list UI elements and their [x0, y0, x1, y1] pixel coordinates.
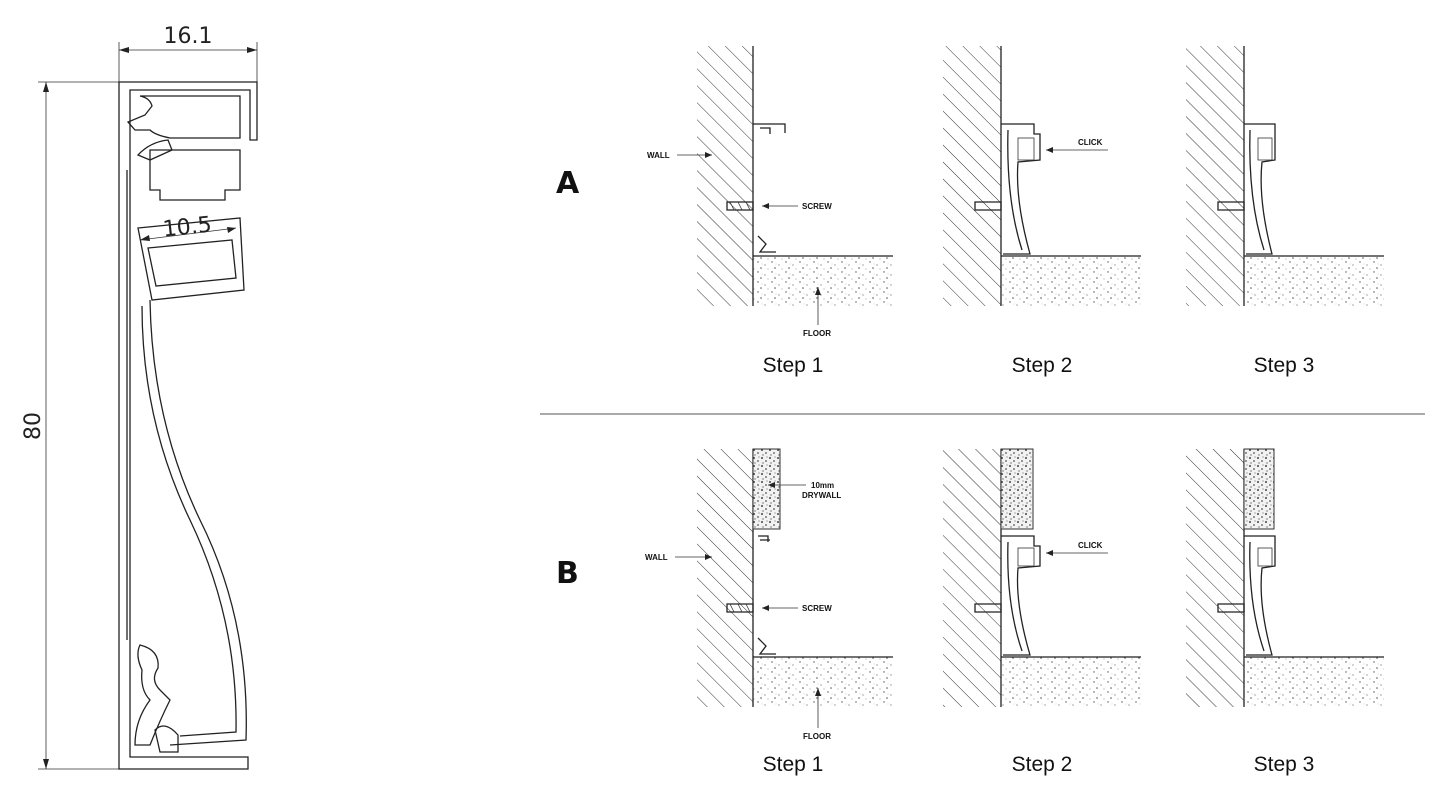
row-b-drywall-label-1: 10mm — [811, 481, 834, 490]
row-a-floor-label: FLOOR — [803, 329, 831, 338]
row-b-click-label: CLICK — [1078, 541, 1103, 550]
row-b-step-2-label: Step 2 — [1012, 753, 1073, 776]
row-a: A WALL SCREW FLOOR Step 1 — [556, 46, 1384, 377]
row-b-step-1: 10mm DRYWALL WALL SCREW FLOOR Step 1 — [645, 448, 893, 776]
row-a-step-3: Step 3 — [1186, 46, 1384, 377]
row-a-screw-label: SCREW — [802, 202, 832, 211]
row-b: B 10mm DRYWALL WALL SCREW — [556, 448, 1384, 776]
row-a-step-2-label: Step 2 — [1012, 354, 1073, 377]
width-label: 16.1 — [164, 24, 213, 49]
row-b-step-3-label: Step 3 — [1254, 753, 1315, 776]
height-label: 80 — [21, 412, 46, 440]
row-a-letter: A — [556, 166, 580, 201]
row-b-floor-label: FLOOR — [803, 732, 831, 741]
row-a-wall-label: WALL — [647, 151, 670, 160]
row-b-step-3: Step 3 — [1186, 448, 1384, 776]
row-b-drywall-label-2: DRYWALL — [802, 491, 841, 500]
row-b-letter: B — [556, 556, 579, 591]
row-a-step-2: CLICK Step 2 — [943, 46, 1141, 377]
row-b-screw-label: SCREW — [802, 604, 832, 613]
row-a-click-label: CLICK — [1078, 138, 1103, 147]
row-b-step-2: CLICK Step 2 — [943, 448, 1141, 776]
profile-cross-section: 16.1 80 10.5 — [21, 24, 258, 770]
row-b-wall-label: WALL — [645, 553, 668, 562]
row-a-step-3-label: Step 3 — [1254, 354, 1315, 377]
channel-label: 10.5 — [162, 213, 213, 243]
row-b-step-1-label: Step 1 — [763, 753, 824, 776]
height-dimension: 80 — [21, 81, 119, 770]
width-dimension: 16.1 — [118, 24, 258, 82]
row-a-step-1-label: Step 1 — [763, 354, 824, 377]
profile-outline: 10.5 — [118, 81, 258, 770]
row-a-step-1: WALL SCREW FLOOR Step 1 — [647, 46, 893, 377]
